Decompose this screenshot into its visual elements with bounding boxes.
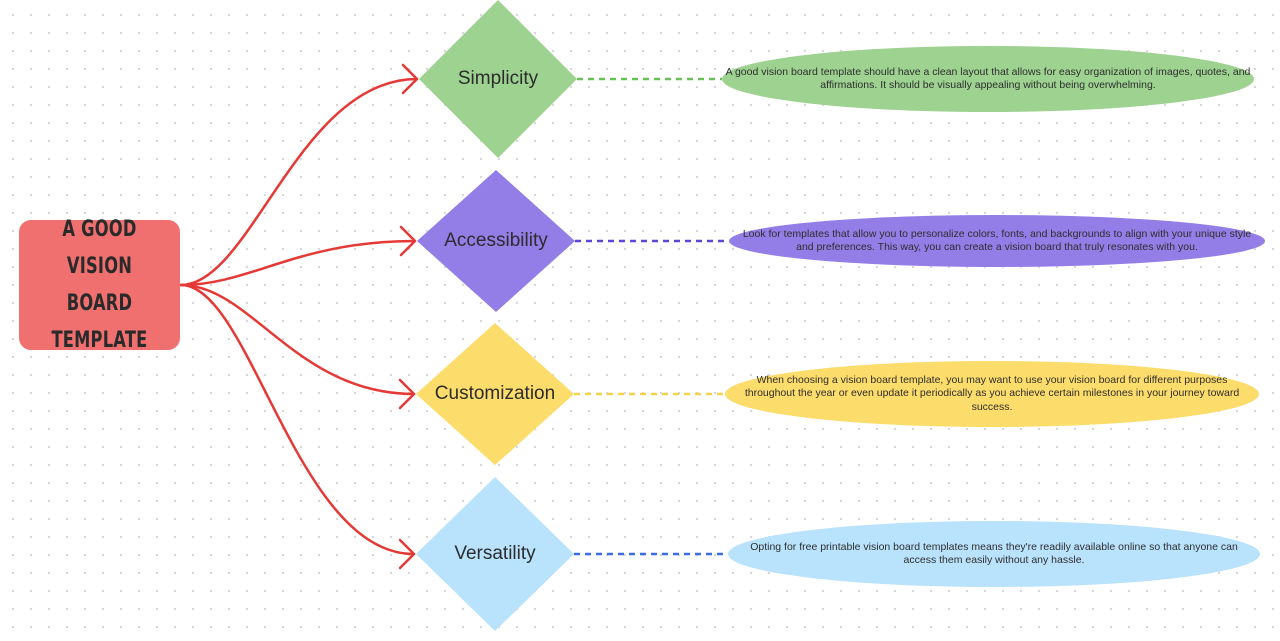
description-versatility: Opting for free printable vision board t… <box>750 540 1238 567</box>
branch-label-customization: Customization <box>434 383 556 404</box>
connectors-layer <box>179 63 419 570</box>
branch-label-accessibility: Accessibility <box>444 230 548 251</box>
root-node[interactable]: A GOOD VISION BOARD TEMPLATE <box>19 217 180 353</box>
diamond-versatility[interactable] <box>416 477 574 631</box>
description-customization: When choosing a vision board template, y… <box>744 373 1240 413</box>
root-title: A GOOD VISION BOARD TEMPLATE <box>51 217 148 353</box>
diamond-accessibility[interactable] <box>417 170 575 312</box>
ellipse-customization[interactable] <box>725 361 1259 427</box>
connector-customization <box>179 283 416 396</box>
arrowhead-simplicity <box>401 63 419 95</box>
ellipse-simplicity[interactable] <box>722 46 1254 112</box>
diamond-customization[interactable] <box>416 323 574 465</box>
branch-label-versatility: Versatility <box>454 543 536 564</box>
ellipse-versatility[interactable] <box>728 521 1260 587</box>
connector-simplicity <box>179 77 419 287</box>
connector-versatility <box>179 283 416 556</box>
connector-accessibility <box>179 239 417 287</box>
shapes-layer <box>416 0 1265 631</box>
diamond-simplicity[interactable] <box>419 0 577 158</box>
branch-label-simplicity: Simplicity <box>457 68 539 89</box>
description-accessibility: Look for templates that allow you to per… <box>742 227 1252 254</box>
dashed-links-layer <box>574 77 729 556</box>
description-simplicity: A good vision board template should have… <box>725 65 1251 92</box>
arrowhead-accessibility <box>399 225 417 257</box>
arrowhead-versatility <box>398 538 416 570</box>
arrowhead-customization <box>398 378 416 410</box>
ellipse-accessibility[interactable] <box>729 215 1265 267</box>
